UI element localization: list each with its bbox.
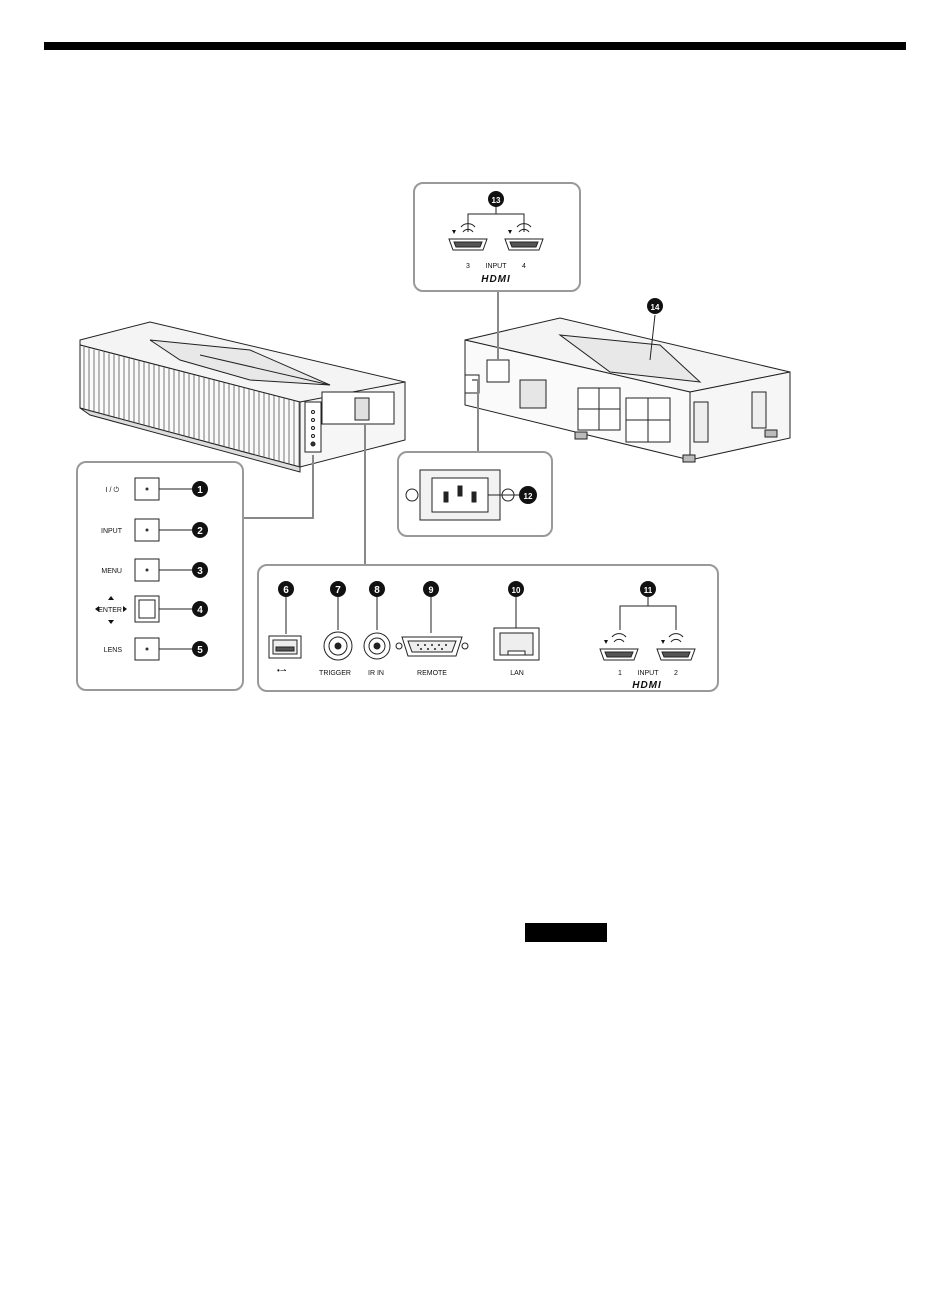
trigger-label: TRIGGER	[319, 670, 351, 677]
lan-port[interactable]	[494, 628, 539, 660]
callout-11: 11	[644, 586, 653, 595]
callout-6: 6	[283, 585, 289, 596]
callout-2: 2	[197, 526, 203, 537]
hdmi-port-1-label: 1	[618, 670, 622, 677]
callout-13: 13	[492, 196, 501, 205]
callout-4: 4	[197, 605, 203, 616]
irin-label: IR IN	[368, 670, 384, 677]
usb-icon: •⇀	[277, 666, 287, 675]
hdmi-logo: HDMI	[632, 680, 662, 691]
top-hdmi-input-label: INPUT	[486, 263, 508, 270]
control-panel-box	[77, 462, 243, 690]
projector-rear-illustration	[465, 318, 790, 462]
hdmi-port-2-label: 2	[674, 670, 678, 677]
callout-5: 5	[197, 645, 203, 656]
trigger-jack[interactable]	[324, 632, 352, 660]
redaction-bar	[525, 923, 607, 942]
remote-label: REMOTE	[417, 670, 447, 677]
callout-10: 10	[512, 586, 521, 595]
power-label: I / ⏻	[106, 486, 120, 494]
callout-1: 1	[197, 485, 203, 496]
hdmi-input-label: INPUT	[638, 670, 660, 677]
menu-label: MENU	[101, 568, 122, 575]
remote-port[interactable]	[396, 637, 468, 656]
lens-label: LENS	[104, 647, 123, 654]
hdmi-port-3-label: 3	[466, 263, 470, 270]
hdmi-port-4-label: 4	[522, 263, 526, 270]
usb-port[interactable]	[269, 636, 301, 658]
callout-8: 8	[374, 585, 380, 596]
callout-12: 12	[524, 492, 533, 501]
enter-label: ENTER	[98, 607, 122, 614]
ir-in-jack[interactable]	[364, 633, 390, 659]
callout-3: 3	[197, 566, 203, 577]
callout-14: 14	[651, 303, 660, 312]
callout-7: 7	[335, 585, 341, 596]
top-hdmi-logo: HDMI	[481, 274, 511, 285]
lan-label: LAN	[510, 670, 524, 677]
input-label: INPUT	[101, 528, 123, 535]
callout-9: 9	[428, 585, 433, 595]
